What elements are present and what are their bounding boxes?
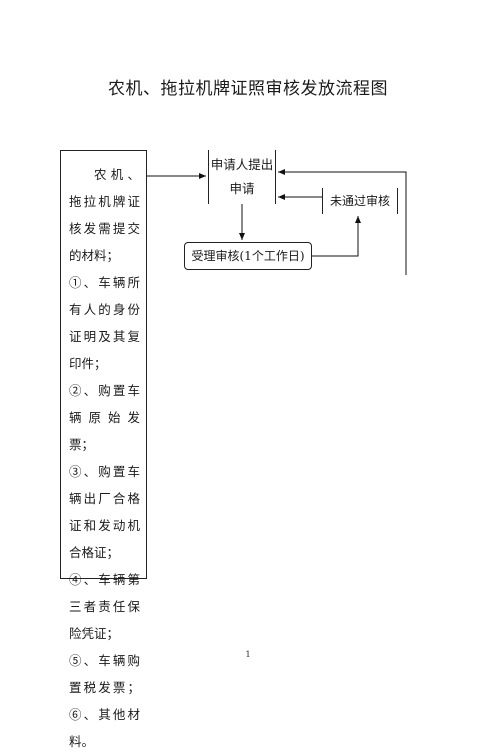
applicant-node: 申请人提出申请 [208,150,276,204]
materials-intro: 农机、拖拉机牌证核发需提交的材料； [69,167,140,263]
flowchart-title: 农机、拖拉机牌证照审核发放流程图 [108,79,388,99]
material-item-1: ①、车辆所有人的身份证明及其复印件； [69,275,140,371]
material-item-5-6: ⑤、车辆购置税发票；⑥、其他材料。 [69,653,140,749]
page-number: 1 [245,650,251,659]
review-node: 受理审核(1个工作日) [184,242,312,270]
reject-node: 未通过审核 [322,188,398,214]
material-item-4: ④、车辆第三者责任保险凭证； [69,572,140,641]
required-materials-box: 农机、拖拉机牌证核发需提交的材料； ①、车辆所有人的身份证明及其复印件； ②、购… [60,150,147,749]
material-item-3: ③、购置车辆出厂合格证和发动机合格证； [69,464,140,560]
material-item-2: ②、购置车辆原始发票； [69,383,140,452]
arrow-review-to-reject [312,216,361,257]
